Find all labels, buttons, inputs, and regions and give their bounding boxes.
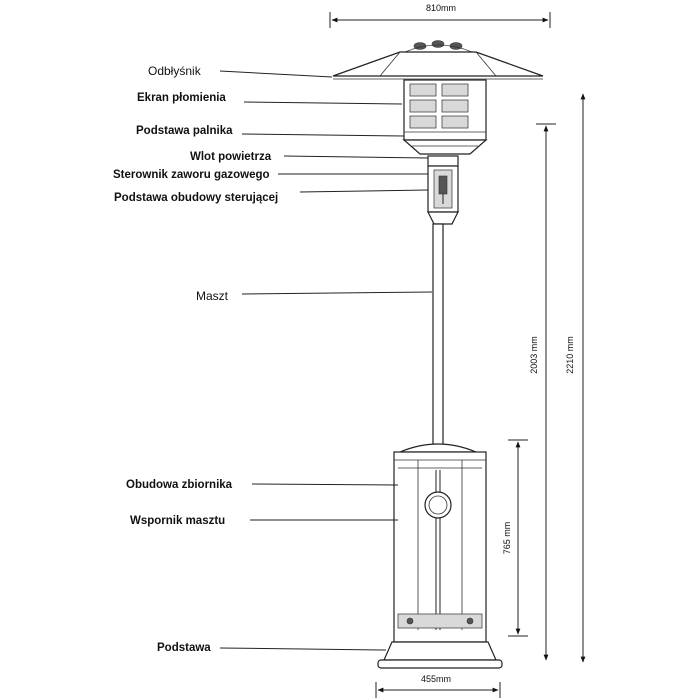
label-mast: Maszt [196, 289, 229, 303]
label-mast-support: Wspornik masztu [130, 515, 225, 527]
flame-screen [403, 79, 487, 141]
dim-burner-height: 2003 mm [529, 123, 556, 661]
dim-total-height: 2210 mm [565, 93, 586, 663]
mast [432, 223, 444, 447]
label-air-inlet: Wlot powietrza [190, 151, 272, 163]
reflector-cap [404, 40, 473, 53]
part-labels: Odbłyśnik Ekran płomienia Podstawa palni… [113, 64, 433, 654]
control-housing [427, 155, 459, 225]
heater-drawing [332, 40, 544, 669]
dim-total-height-label: 2210 mm [565, 336, 575, 374]
dim-reflector-width-label: 810mm [426, 3, 456, 13]
dim-tank-housing-height: 765 mm [502, 439, 528, 637]
label-tank-housing: Obudowa zbiornika [126, 479, 233, 491]
label-burner-base: Podstawa palnika [136, 125, 233, 137]
burner-base [402, 139, 488, 155]
dim-base-width-label: 455mm [421, 674, 451, 684]
label-gas-valve-controller: Sterownik zaworu gazowego [113, 169, 270, 181]
tank-housing [393, 443, 487, 643]
dim-base-width: 455mm [375, 674, 501, 698]
dim-tank-housing-height-label: 765 mm [502, 522, 512, 555]
label-flame-screen: Ekran płomienia [137, 92, 226, 104]
label-base: Podstawa [157, 642, 211, 654]
dimensions: 810mm 2210 mm 2003 mm 765 mm 455mm [329, 3, 586, 698]
reflector [332, 51, 544, 80]
label-reflector: Odbłyśnik [148, 64, 202, 78]
heater-base [377, 641, 503, 669]
dim-burner-height-label: 2003 mm [529, 336, 539, 374]
label-control-housing-base: Podstawa obudowy sterującej [114, 192, 278, 204]
dim-reflector-width: 810mm [329, 3, 551, 28]
